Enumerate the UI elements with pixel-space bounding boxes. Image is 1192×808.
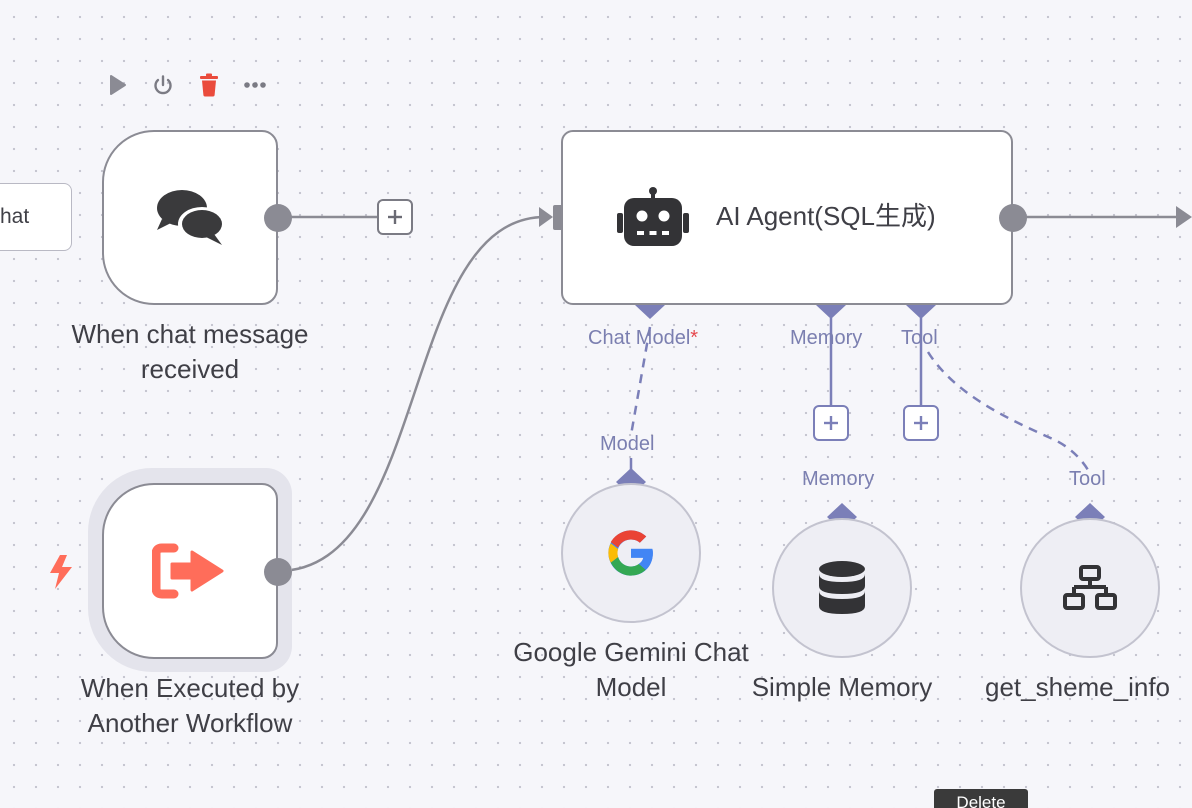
simple-memory-label: Simple Memory [751, 672, 933, 702]
gemini-node-label: Google Gemini Chat Model [513, 637, 749, 702]
sign-out-icon [148, 538, 232, 606]
delete-tooltip: Delete [934, 789, 1028, 808]
tool-port-label: Tool [901, 327, 938, 349]
agent-output-arrow [1176, 206, 1192, 228]
tool-node-port-label: Tool [1069, 468, 1106, 490]
chat-model-port-label: Chat Model* [588, 327, 699, 349]
chat-trigger-output-port[interactable] [262, 202, 294, 234]
add-memory-button[interactable] [813, 405, 849, 441]
add-tool-button[interactable] [903, 405, 939, 441]
chat-trigger-label: When chat message received [71, 319, 309, 384]
robot-icon [613, 186, 693, 250]
google-g-icon [601, 523, 661, 583]
memory-node-port-label: Memory [802, 468, 875, 490]
add-node-after-chat-button[interactable] [377, 199, 413, 235]
agent-output-port[interactable] [997, 202, 1029, 234]
partial-node-label: hat [0, 205, 30, 228]
memory-port-label: Memory [790, 327, 863, 349]
required-marker: * [690, 327, 699, 349]
gemini-chat-model-node[interactable] [561, 483, 701, 623]
gemini-port-label: Model [600, 433, 655, 455]
ai-agent-title: AI Agent(SQL生成) [716, 201, 936, 231]
chat-bubbles-icon [150, 185, 230, 250]
workflow-trigger-label: When Executed by Another Workflow [80, 673, 300, 738]
more-icon[interactable] [241, 71, 269, 99]
trash-icon[interactable] [195, 71, 223, 99]
power-icon[interactable] [149, 71, 177, 99]
tool-link [926, 351, 1090, 471]
play-icon[interactable] [103, 71, 131, 99]
workflow-to-agent-wire [277, 215, 546, 573]
lightning-icon [50, 555, 72, 589]
database-icon [812, 557, 872, 619]
agent-input-arrow [539, 207, 553, 227]
workflow-trigger-output-port[interactable] [262, 556, 294, 588]
sitemap-icon [1060, 563, 1120, 613]
get-sheme-info-label: get_sheme_info [985, 672, 1171, 702]
partial-node[interactable] [0, 183, 72, 251]
